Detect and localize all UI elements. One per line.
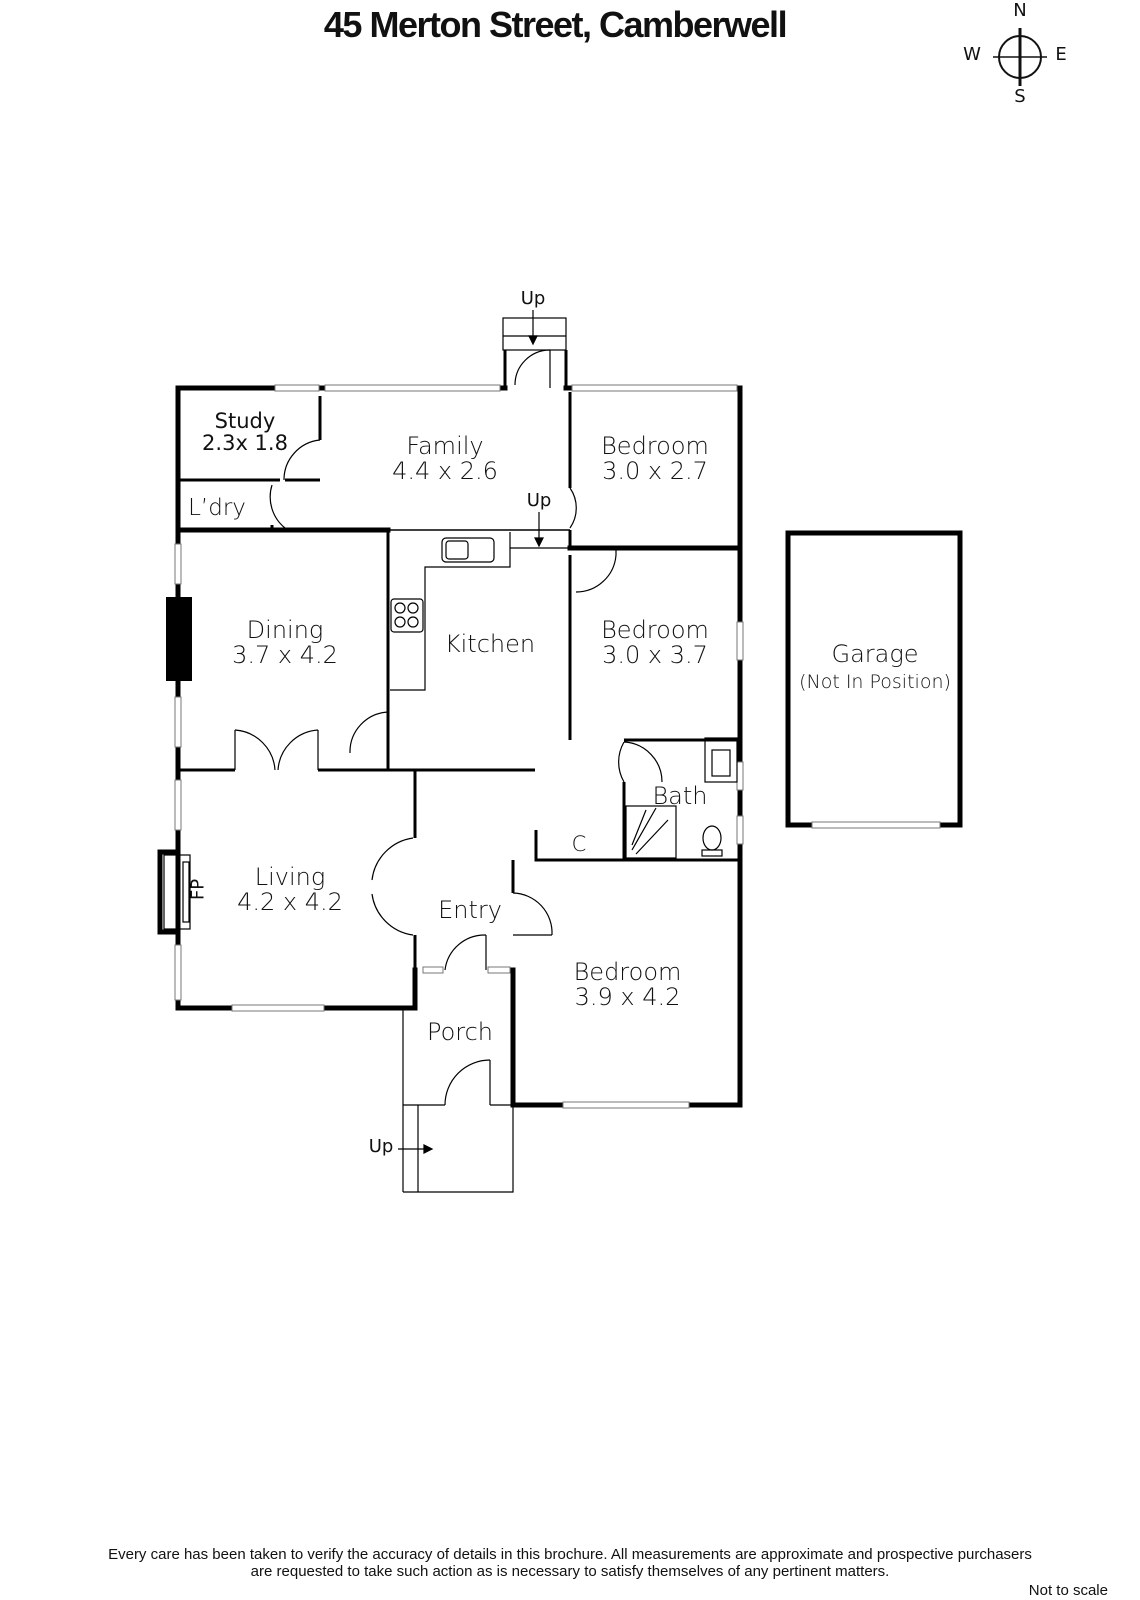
rear-steps-label: Up <box>520 288 546 309</box>
windows <box>174 384 941 1109</box>
kitchen-label: Kitchen <box>444 630 536 658</box>
fireplace-label: FP <box>187 878 209 901</box>
bath-label: Bath <box>652 782 708 810</box>
compass-e: E <box>1055 44 1067 65</box>
entry-label: Entry <box>438 896 502 924</box>
kitchen-step-label: Up <box>526 490 552 511</box>
fixtures <box>163 317 738 1193</box>
compass-s: S <box>1014 86 1026 107</box>
page-title: 45 Merton Street, Camberwell <box>323 4 788 45</box>
chimney <box>166 597 192 681</box>
front-steps-label: Up <box>368 1136 394 1157</box>
compass-w: W <box>963 44 981 65</box>
porch-label: Porch <box>426 1018 494 1046</box>
compass-icon <box>993 28 1047 86</box>
garage-label: Garage(Not In Position) <box>799 640 951 694</box>
disclaimer: Every care has been taken to verify the … <box>108 1546 1032 1580</box>
not-to-scale-note: Not to scale <box>1028 1582 1108 1599</box>
compass-n: N <box>1013 0 1027 21</box>
stair-arrows <box>398 310 544 1154</box>
cupboard-label: C <box>571 832 587 856</box>
interior-walls <box>178 350 740 1008</box>
laundry-label: L’dry <box>188 495 246 521</box>
